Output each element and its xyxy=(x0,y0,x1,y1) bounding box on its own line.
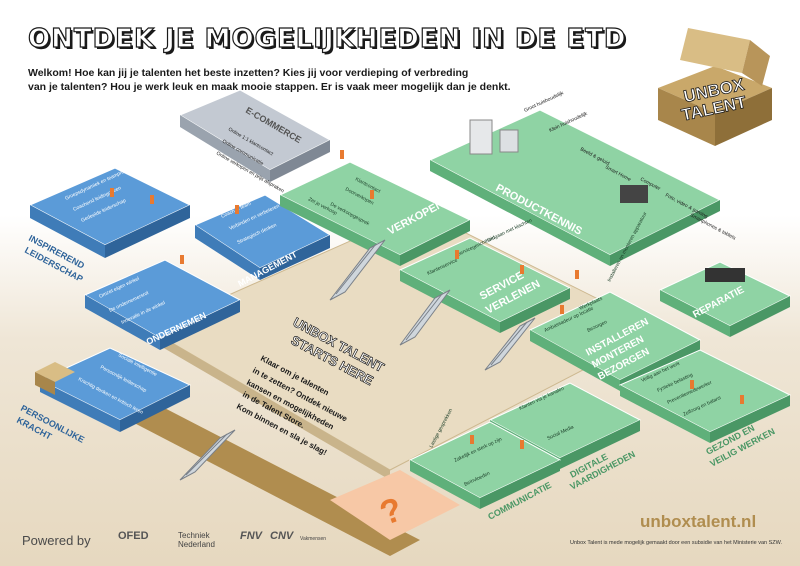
intro-text: Welkom! Hoe kan jij je talenten het best… xyxy=(28,66,548,94)
svg-text:Groot huishoudelijk: Groot huishoudelijk xyxy=(523,90,565,114)
powered-by-label: Powered by xyxy=(22,533,91,548)
partner-cnv[interactable]: CNV xyxy=(270,530,294,542)
partner-ofed[interactable]: OFED xyxy=(118,530,149,542)
people-figures xyxy=(110,150,744,449)
zone-gezond-veilig[interactable]: Veilig aan het werk Fysieke belasting Pr… xyxy=(618,349,792,469)
escalator-left xyxy=(329,239,386,301)
zone-inspirerend-leiderschap[interactable]: Inspirerend leiderschap Groepsdynamiek e… xyxy=(23,162,192,284)
escalator-middle xyxy=(399,289,451,346)
intro-line-2: van je talenten? Hou je werk leuk en maa… xyxy=(28,81,511,93)
svg-text:Smartphones & tablets: Smartphones & tablets xyxy=(689,212,737,241)
zone-ondernemen[interactable]: Omzet eigen winkel De ondernemersrol Inn… xyxy=(83,259,242,350)
open-box xyxy=(35,362,75,395)
partner-vakmensen[interactable]: Vakmensen xyxy=(300,536,327,542)
zone-reparatie[interactable]: REPARATIE xyxy=(658,261,792,337)
zone-ecommerce[interactable]: E-COMMERCE Online 1:1 klantcontact Onlin… xyxy=(178,89,332,194)
page-title: ONTDEK JE MOGELIJKHEDEN IN DE ETD xyxy=(27,23,627,54)
gold-path xyxy=(90,385,420,556)
question-mark-box[interactable]: ? xyxy=(330,470,460,540)
website-url[interactable]: unboxtalent.nl xyxy=(640,512,757,531)
intro-line-1: Welkom! Hoe kan jij je talenten het best… xyxy=(28,67,469,79)
escalator-right xyxy=(484,317,536,371)
partner-techniek-nederland[interactable]: Techniek Nederland xyxy=(178,531,215,549)
credit-text: Unbox Talent is mede mogelijk gemaakt do… xyxy=(570,540,783,546)
partner-fnv[interactable]: FNV xyxy=(240,530,262,542)
unbox-talent-logo: UNBOX TALENT xyxy=(658,28,772,146)
escalator-bottom xyxy=(179,429,236,481)
